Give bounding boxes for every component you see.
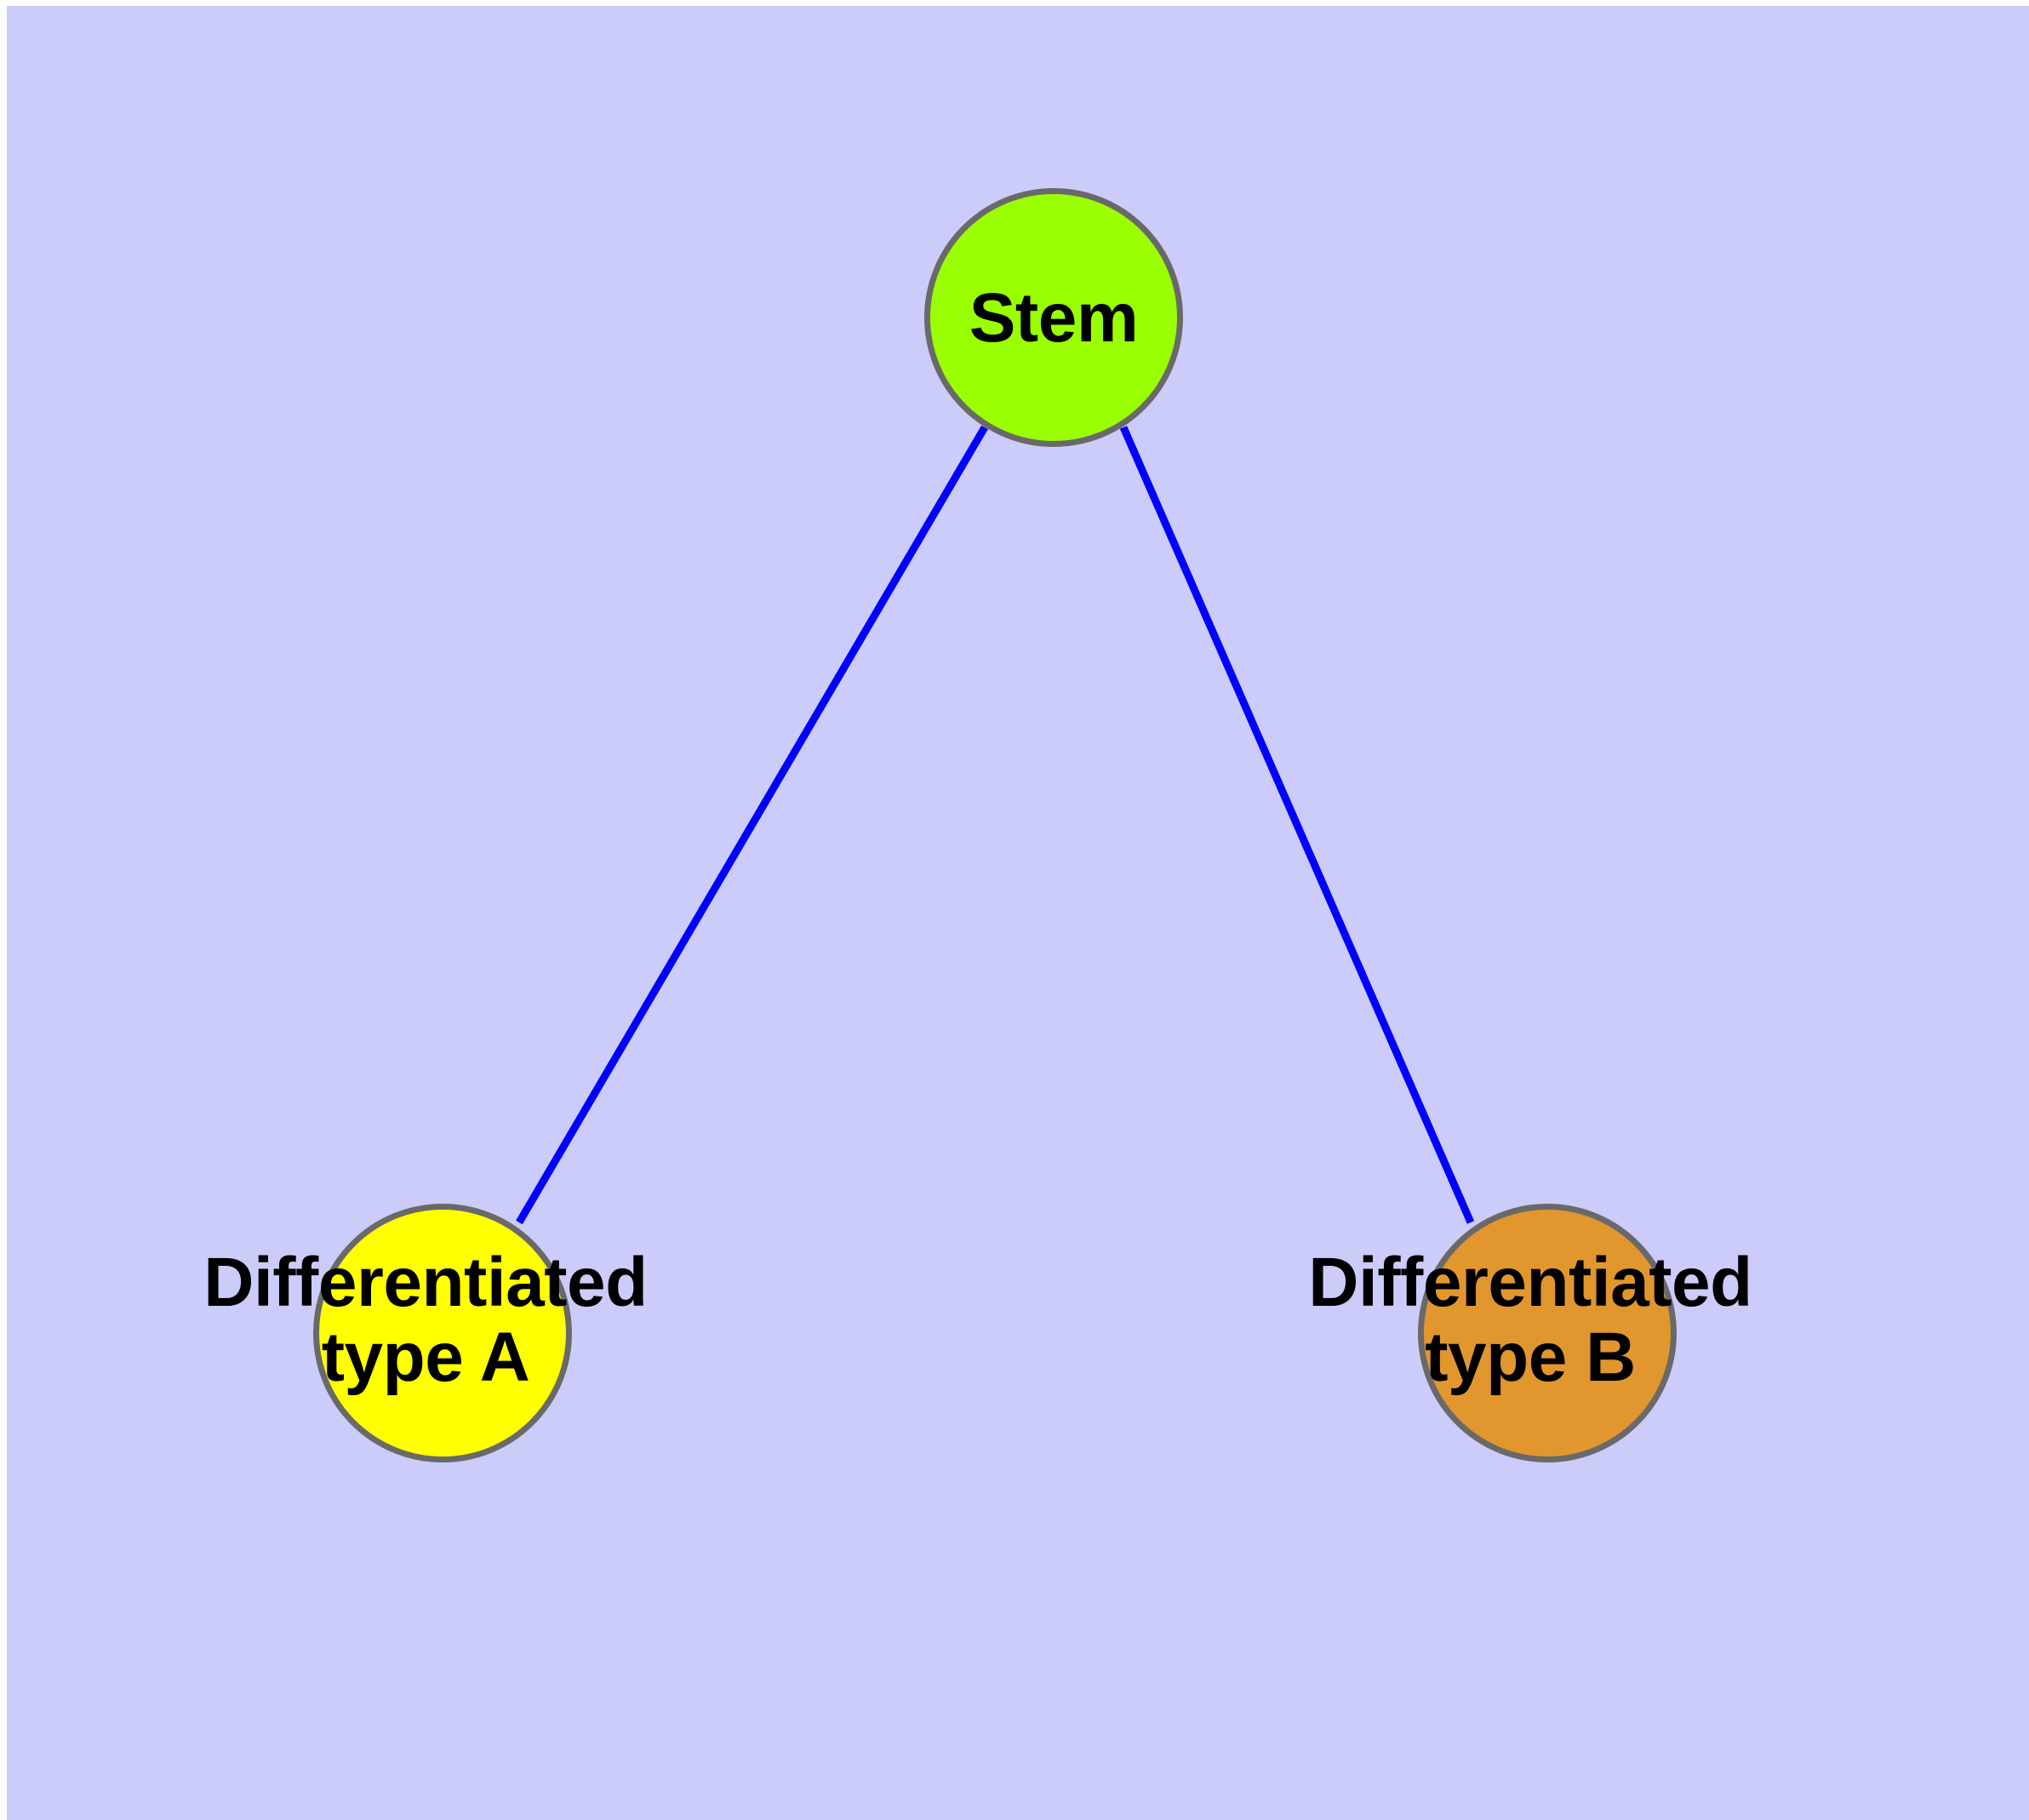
edge-stem-to-differentiated-type-a <box>516 425 988 1225</box>
node-differentiated-type-a[interactable] <box>313 1204 572 1462</box>
node-differentiated-type-b[interactable] <box>1418 1204 1677 1462</box>
edge-stem-to-differentiated-type-b <box>1119 426 1475 1224</box>
node-stem[interactable] <box>924 188 1183 447</box>
